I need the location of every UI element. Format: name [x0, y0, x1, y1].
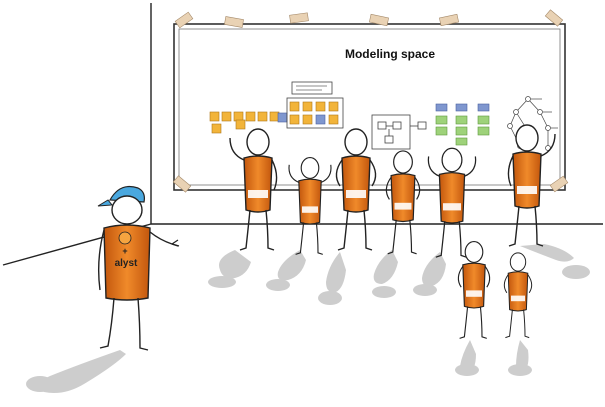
- board-title: Modeling space: [345, 47, 435, 61]
- badge-label: alyst: [115, 258, 138, 269]
- facilitator-figure: + alyst: [97, 185, 180, 351]
- flowchart-sketch: [371, 114, 427, 150]
- sticky-notes-orange: [209, 111, 280, 134]
- participant-figure: [507, 124, 556, 247]
- participant-figure: [288, 157, 332, 255]
- floor-shadows: [26, 244, 590, 393]
- participants-group: [229, 124, 556, 339]
- sticky-group-frame: [286, 81, 344, 129]
- badge-plus: +: [122, 246, 127, 256]
- participant-figure: [503, 252, 533, 339]
- sticky-grid-blue-green: [435, 103, 490, 146]
- sticky-blue-single: [277, 112, 288, 123]
- participant-figure: [385, 150, 421, 255]
- participant-figure: [335, 128, 377, 251]
- tape-pieces: [172, 9, 569, 193]
- network-sketch: [507, 96, 558, 151]
- participant-figure: [229, 128, 278, 251]
- participant-figure: [427, 147, 477, 258]
- participant-figure: [457, 241, 491, 339]
